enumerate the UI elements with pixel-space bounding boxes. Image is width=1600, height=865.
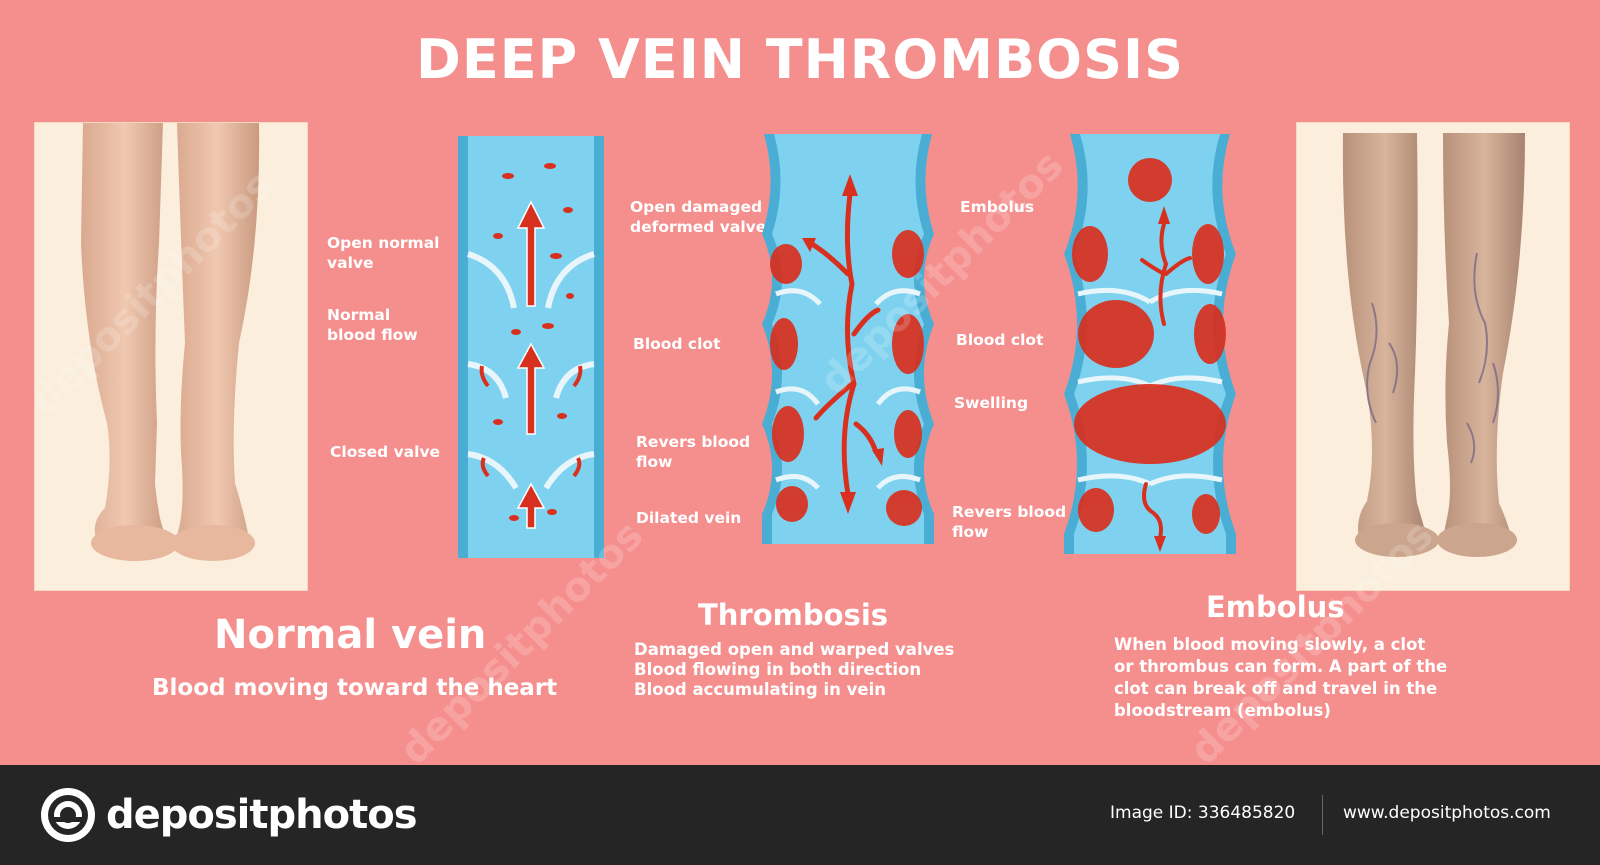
normal-vein-heading: Normal vein xyxy=(214,612,487,658)
poster-title: DEEP VEIN THROMBOSIS xyxy=(416,28,1184,91)
depositphotos-logo[interactable]: depositphotos xyxy=(40,787,418,843)
camera-icon xyxy=(41,788,95,842)
normal-vein-diagram xyxy=(458,136,604,558)
thrombosis-heading: Thrombosis xyxy=(698,598,889,632)
varicose-legs-photo xyxy=(1296,122,1570,591)
label-blood-clot-thrombosis: Blood clot xyxy=(633,335,721,353)
normal-vein-subheading: Blood moving toward the heart xyxy=(152,675,558,701)
embolus-vein-diagram xyxy=(1064,134,1236,554)
label-dilated-vein: Dilated vein xyxy=(636,509,742,527)
infographic-poster: DEEP VEIN THROMBOSIS xyxy=(21,28,1570,765)
thrombosis-vein-diagram xyxy=(762,134,934,544)
label-normal-blood-flow: Normal blood flow xyxy=(327,306,418,344)
label-closed-valve: Closed valve xyxy=(330,443,441,461)
label-reverse-blood-flow-embolus: Revers blood flow xyxy=(952,503,1067,541)
stock-footer: depositphotos Image ID: 336485820 www.de… xyxy=(0,765,1600,865)
embolus-description: When blood moving slowly, a clot or thro… xyxy=(1114,635,1448,720)
normal-legs-photo xyxy=(34,122,308,591)
label-open-normal-valve: Open normal valve xyxy=(327,234,440,272)
thrombosis-description: Damaged open and warped valves Blood flo… xyxy=(634,640,955,699)
logo-text: depositphotos xyxy=(106,792,418,838)
normal-legs-illustration xyxy=(81,123,260,561)
footer-divider xyxy=(1322,795,1323,835)
label-swelling: Swelling xyxy=(954,394,1029,412)
label-embolus: Embolus xyxy=(960,198,1035,216)
embolus-heading: Embolus xyxy=(1206,590,1345,624)
site-link[interactable]: www.depositphotos.com xyxy=(1343,803,1551,823)
label-blood-clot-embolus: Blood clot xyxy=(956,331,1044,349)
varicose-legs-illustration xyxy=(1342,133,1525,557)
label-reverse-blood-flow-thrombosis: Revers blood flow xyxy=(636,433,751,471)
image-id: Image ID: 336485820 xyxy=(1110,803,1296,823)
label-open-damaged-valve: Open damaged deformed valve xyxy=(630,198,767,236)
